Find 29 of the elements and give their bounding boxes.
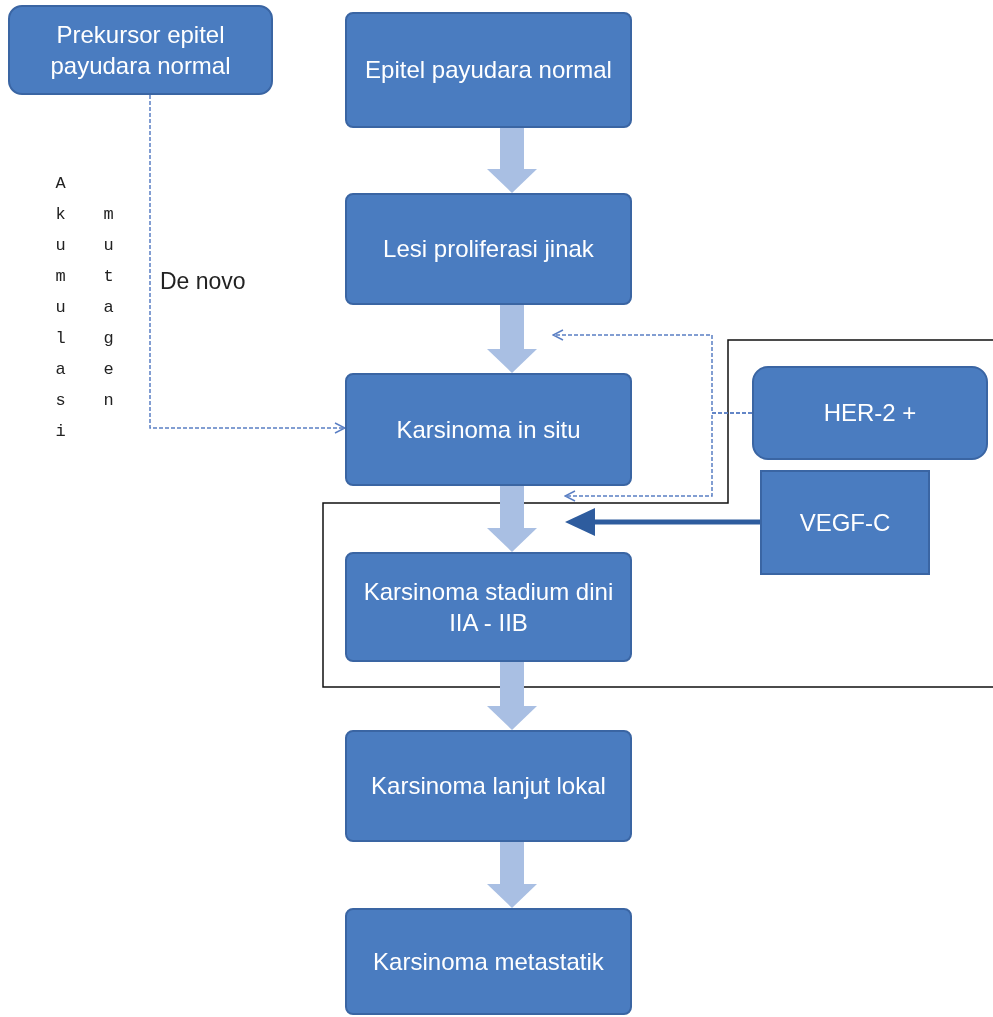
vertical-label: Akumulasi bbox=[54, 173, 67, 443]
dashed-arrow bbox=[149, 94, 346, 434]
box-label: HER-2 + bbox=[823, 398, 917, 429]
box-label: Prekursor epitel payudara normal bbox=[49, 19, 232, 81]
process-box bbox=[345, 12, 632, 128]
box-label: Karsinoma metastatik bbox=[373, 946, 604, 977]
block-arrow bbox=[565, 508, 760, 536]
box-label: Karsinoma lanjut lokal bbox=[371, 771, 606, 802]
dashed-arrow bbox=[564, 412, 753, 502]
block-arrow bbox=[487, 305, 537, 373]
process-box bbox=[345, 373, 632, 486]
process-box bbox=[345, 730, 632, 842]
factor-box bbox=[760, 470, 930, 575]
process-box bbox=[345, 552, 632, 662]
box-label: Karsinoma in situ bbox=[396, 414, 581, 445]
vertical-label: mutagen bbox=[102, 204, 115, 412]
box-label: Epitel payudara normal bbox=[365, 55, 612, 86]
process-box bbox=[8, 5, 273, 95]
box-label: Lesi proliferasi jinak bbox=[383, 234, 594, 265]
block-arrow bbox=[487, 486, 537, 552]
annotation-label: De novo bbox=[160, 268, 246, 295]
process-box bbox=[345, 193, 632, 305]
block-arrow bbox=[487, 842, 537, 908]
block-arrow bbox=[487, 128, 537, 193]
box-label: Karsinoma stadium dini IIA - IIB bbox=[362, 576, 615, 638]
box-label: VEGF-C bbox=[799, 507, 891, 538]
block-arrow bbox=[487, 662, 537, 730]
process-box bbox=[345, 908, 632, 1015]
factor-box bbox=[752, 366, 988, 460]
